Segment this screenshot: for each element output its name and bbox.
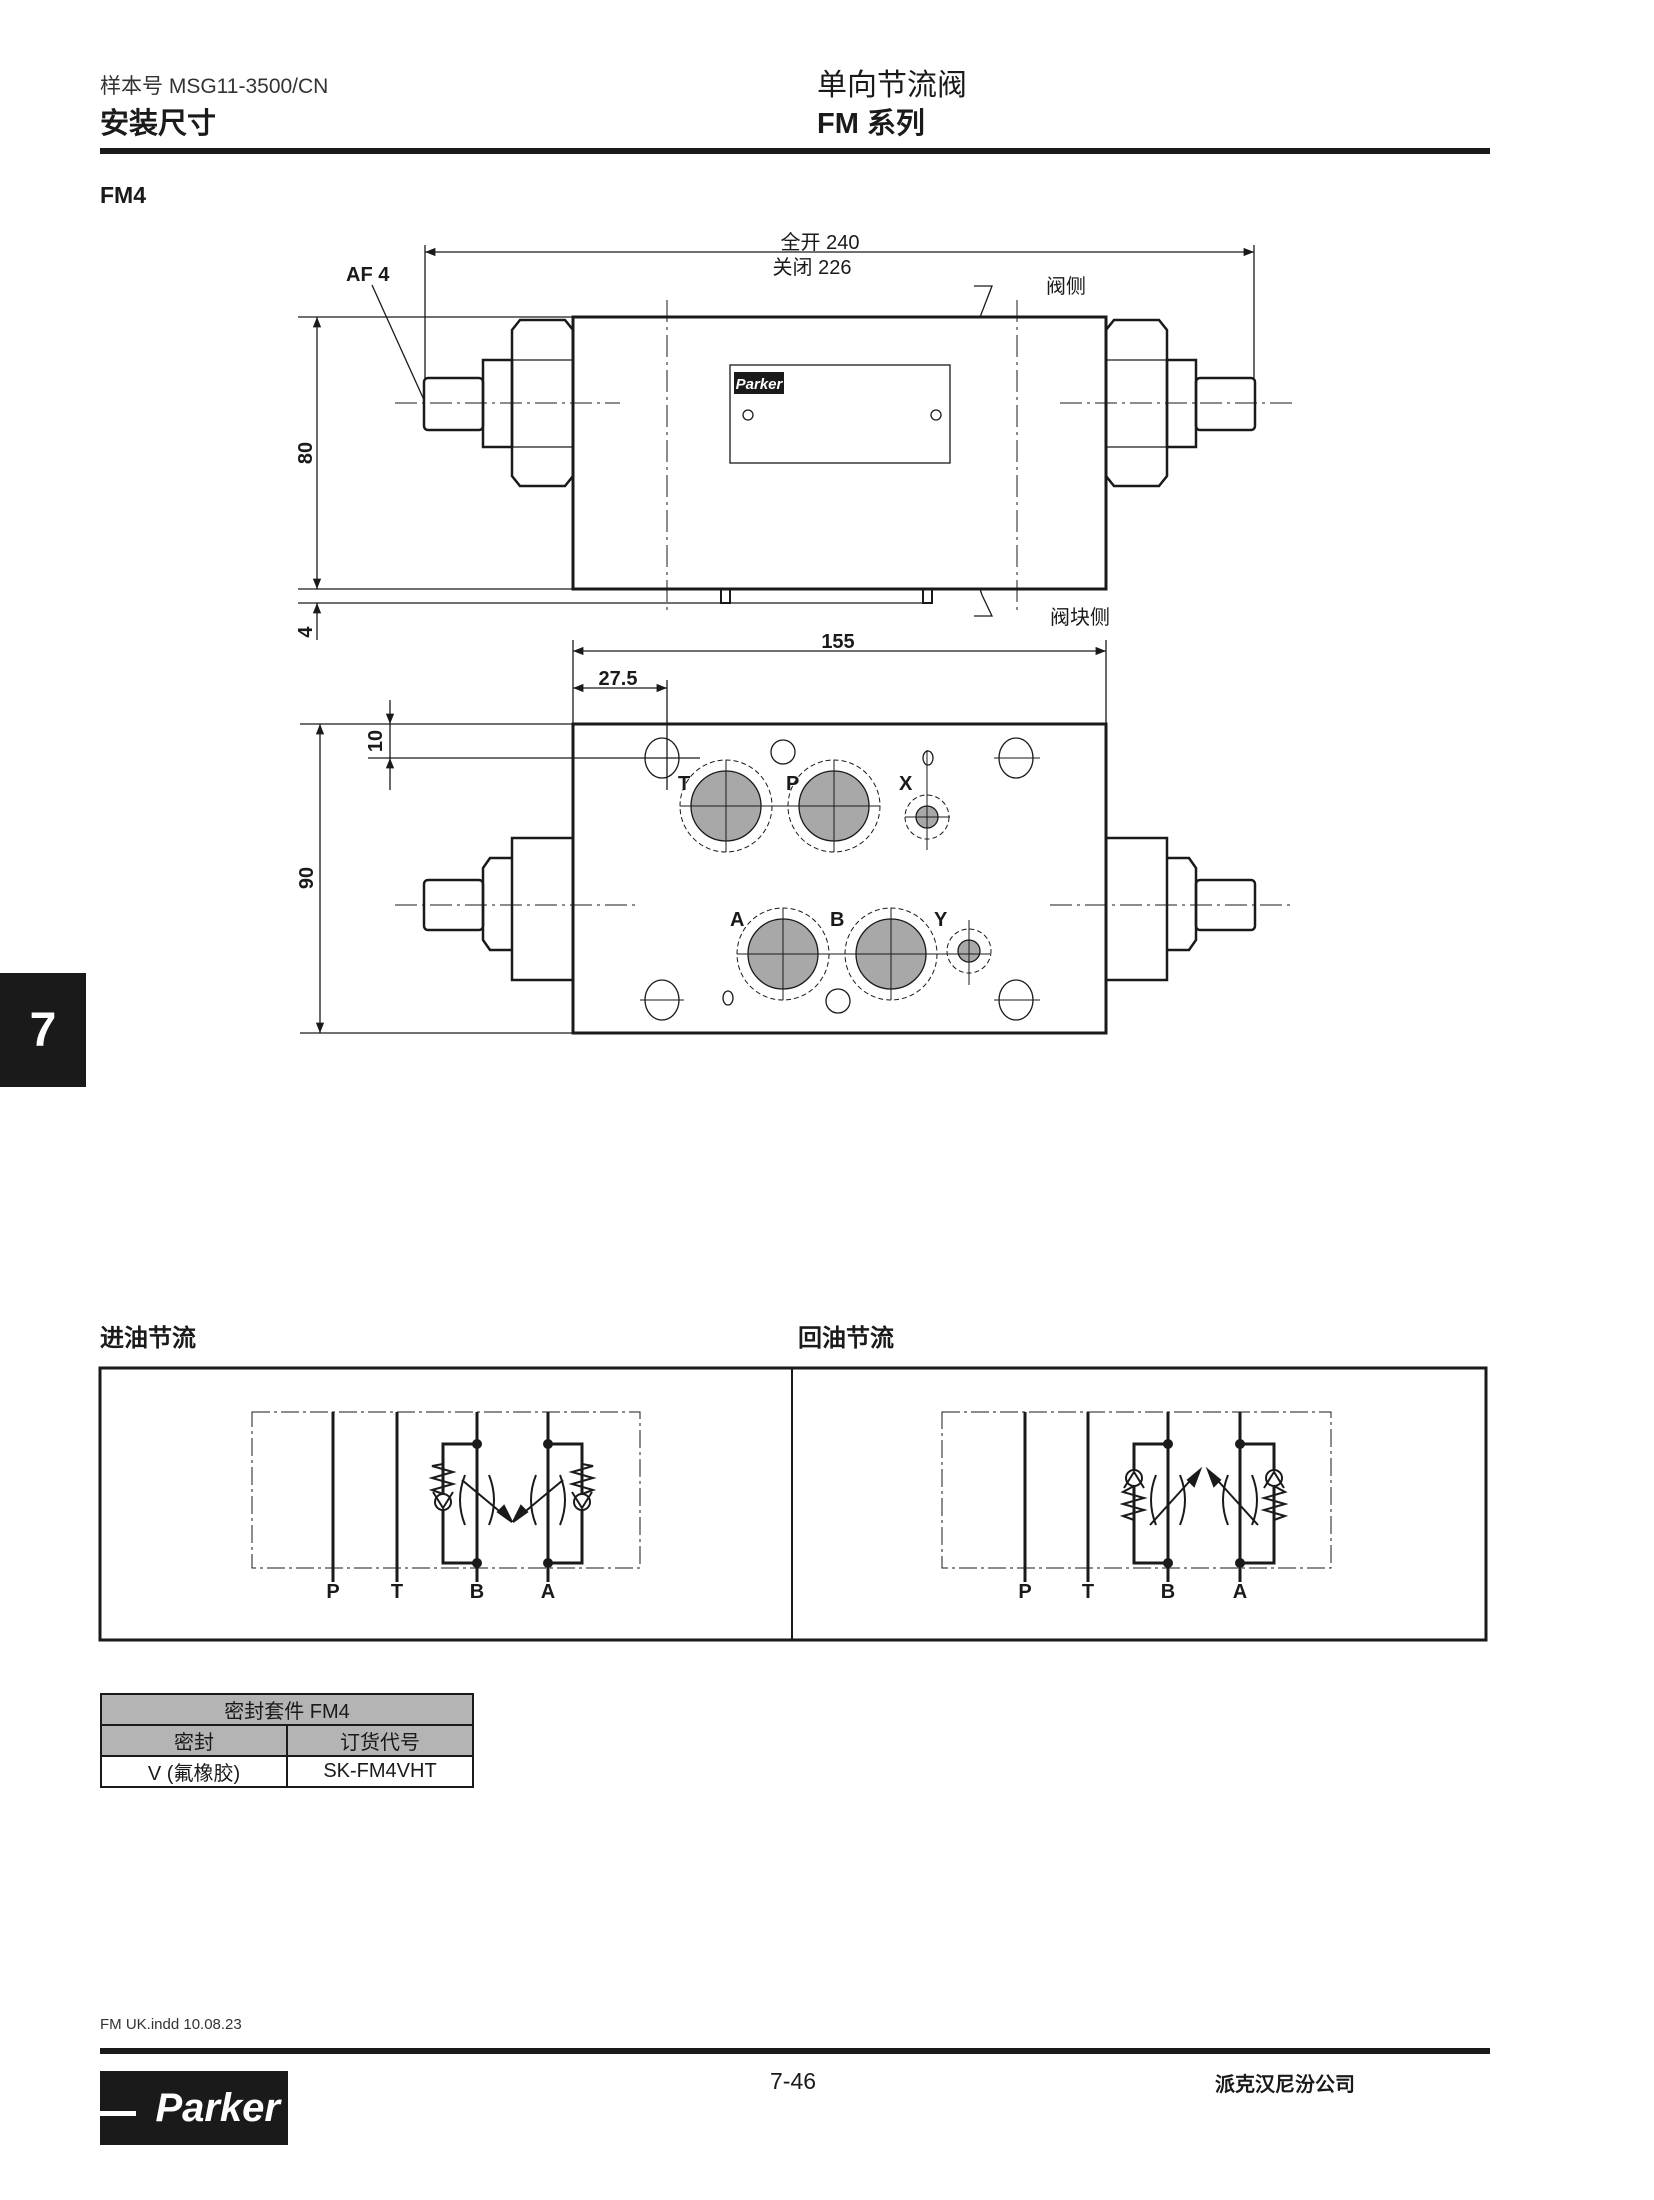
block-side-label: 阀块侧 (1050, 606, 1110, 629)
port-label-a: A (730, 909, 744, 931)
valve-side-label: 阀侧 (1046, 275, 1086, 298)
port-label-t: T (678, 773, 690, 795)
dim-depth: 90 (296, 867, 318, 889)
port-b: B (1161, 1581, 1175, 1603)
dim-gap: 4 (295, 626, 317, 638)
schematic-title-meter-in: 进油节流 (100, 1325, 196, 1352)
port-p: P (1018, 1581, 1031, 1603)
port-t: T (391, 1581, 403, 1603)
plate-logo: Parker (736, 376, 784, 393)
dim-offset-x: 27.5 (599, 668, 638, 690)
file-info: FM UK.indd 10.08.23 (100, 2016, 242, 2033)
port-label-x: X (899, 773, 913, 795)
section-title: 安装尺寸 (100, 108, 217, 140)
header-rule (100, 148, 1490, 154)
col-header-order-code: 订货代号 (286, 1724, 474, 1757)
port-label-b: B (830, 909, 844, 931)
footer-rule (100, 2048, 1490, 2054)
port-t: T (1082, 1581, 1094, 1603)
model-label: FM4 (100, 182, 146, 208)
dim-width: 155 (821, 631, 854, 653)
catalog-number: 样本号 MSG11-3500/CN (100, 75, 329, 98)
schematic-meter-in (251, 1411, 641, 1582)
chapter-tab: 7 (0, 973, 86, 1087)
schematic-title-meter-out: 回油节流 (798, 1325, 894, 1352)
top-view: Parker (395, 300, 1295, 610)
port-label-y: Y (934, 909, 948, 931)
port-p: P (326, 1581, 339, 1603)
product-title: 单向节流阀 (817, 69, 967, 102)
seal-kit-title: 密封套件 FM4 (100, 1693, 474, 1726)
port-label-p: P (786, 773, 799, 795)
af-label: AF 4 (346, 264, 390, 286)
port-b: B (470, 1581, 484, 1603)
dim-height: 80 (295, 442, 317, 464)
col-header-seal: 密封 (100, 1724, 288, 1757)
dim-closed: 关闭 226 (773, 256, 852, 279)
hydraulic-schematics: P T B A P T B A (98, 1366, 1488, 1642)
page-number: 7-46 (770, 2068, 817, 2094)
bottom-view (395, 722, 1295, 1035)
port-a: A (541, 1581, 555, 1603)
dim-open: 全开 240 (781, 231, 860, 254)
dimension-drawing: Parker (295, 231, 1295, 1035)
dim-offset-y: 10 (365, 730, 387, 752)
port-a: A (1233, 1581, 1247, 1603)
seal-kit-table: 密封套件 FM4 密封 订货代号 V (氟橡胶) SK-FM4VHT (100, 1693, 474, 1788)
order-code: SK-FM4VHT (286, 1755, 474, 1788)
company-name: 派克汉尼汾公司 (1215, 2074, 1355, 2096)
seal-material: V (氟橡胶) (100, 1755, 288, 1788)
series-title: FM 系列 (817, 108, 925, 140)
schematic-meter-out (941, 1411, 1332, 1582)
parker-logo: Parker (100, 2071, 288, 2145)
